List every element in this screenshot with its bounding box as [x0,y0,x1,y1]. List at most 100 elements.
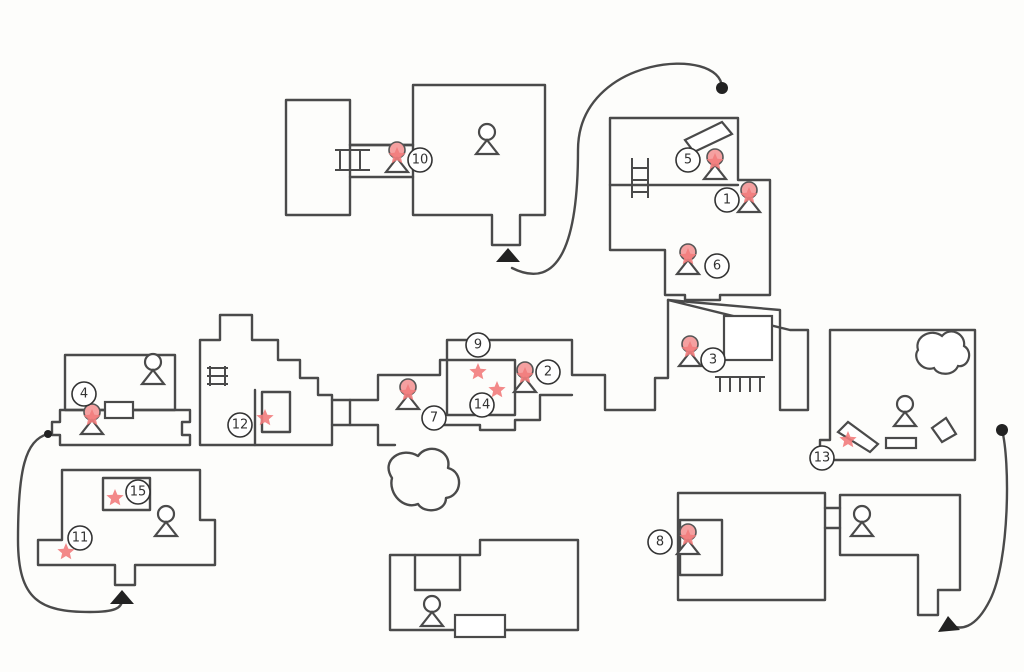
label-circle [227,412,253,438]
marker-number: 10 [412,153,429,168]
transit-path-right [948,428,1009,629]
endpoint-dot-icon [44,430,52,438]
crate-icon [683,120,734,154]
label-circle [700,347,726,373]
star-marker [706,153,724,170]
people-icons [78,122,919,628]
marker-number: 4 [80,387,88,402]
star-marker [256,409,274,426]
marker-label-3[interactable]: 3 [700,347,726,373]
person-icon [848,504,876,538]
marker-label-12[interactable]: 12 [227,412,253,438]
label-circle [407,147,433,173]
room-bottom-left [36,468,217,587]
label-circle [421,405,447,431]
marker-number: 2 [544,365,552,380]
room-bottom-center [388,538,580,632]
room-top-center [411,83,547,247]
star-marker [106,489,124,506]
marker-label-4[interactable]: 4 [71,381,97,407]
central-complex [348,298,670,447]
endpoint-dot-icon [716,82,728,94]
cloud-bush-icon [915,330,971,375]
marker-number: 6 [713,259,721,274]
transit-path-top [510,62,724,275]
marker-number: 3 [709,353,717,368]
label-circle [535,359,561,385]
marker-label-11[interactable]: 11 [67,525,93,551]
plank-icon [836,420,880,454]
person-icon [418,594,446,628]
marker-number: 14 [474,398,491,413]
ladder-icon [631,158,649,198]
label-circle [675,147,701,173]
marker-number: 13 [814,451,831,466]
star-marker [516,367,534,384]
person-icon [139,352,167,386]
label-circle [465,332,491,358]
star-markers [57,147,857,560]
star-marker [839,431,857,448]
marker-number: 15 [130,485,147,500]
marker-label-1[interactable]: 1 [714,187,740,213]
person-icon [473,122,501,156]
room-bottom-right-a [676,491,827,602]
room-marker-3 [666,298,810,412]
label-circle [71,381,97,407]
star-marker [399,384,417,401]
room-bottom-right-b [838,493,962,617]
person-icon [891,394,919,428]
marker-number: 1 [723,193,731,208]
ladder-icon [207,366,228,386]
star-marker [488,381,506,398]
marker-label-6[interactable]: 6 [704,253,730,279]
walls [36,83,977,639]
table-icon [453,613,507,639]
marker-label-7[interactable]: 7 [421,405,447,431]
star-marker [57,543,75,560]
transit-path-left [16,432,124,614]
marker-label-13[interactable]: 13 [809,445,835,471]
label-circle [67,525,93,551]
vent-icon [715,376,765,392]
marker-label-10[interactable]: 10 [407,147,433,173]
screen-icon [722,314,774,362]
star-marker [679,529,697,546]
marker-label-14[interactable]: 14 [469,392,495,418]
marker-number: 8 [656,535,664,550]
label-circle [704,253,730,279]
star-marker [679,248,697,265]
table-icon [103,400,135,420]
endpoint-dot-icon [996,424,1008,436]
marker-number: 9 [474,338,482,353]
marker-number: 7 [430,411,438,426]
crate-icon [884,436,918,450]
marker-label-15[interactable]: 15 [125,479,151,505]
room-top-right [608,116,772,302]
cloud-bush-icon [387,447,461,512]
marker-label-2[interactable]: 2 [535,359,561,385]
label-circle [809,445,835,471]
label-circle [647,529,673,555]
crate-icon [930,416,958,444]
marker-label-9[interactable]: 9 [465,332,491,358]
marker-number: 12 [232,418,249,433]
arrow-up-icon [938,616,960,632]
marker-label-5[interactable]: 5 [675,147,701,173]
marker-number: 5 [684,153,692,168]
arrow-up-icon [110,590,134,604]
star-marker [681,341,699,358]
person-icon [152,504,180,538]
star-marker [388,147,406,164]
ladder-icon [335,149,370,171]
star-marker [83,409,101,426]
corridor-left [50,408,192,447]
arrow-up-icon [496,248,520,262]
label-circle [125,479,151,505]
room-top-left-small [284,98,352,217]
marker-number: 11 [72,531,89,546]
star-marker [740,187,758,204]
marker-label-8[interactable]: 8 [647,529,673,555]
